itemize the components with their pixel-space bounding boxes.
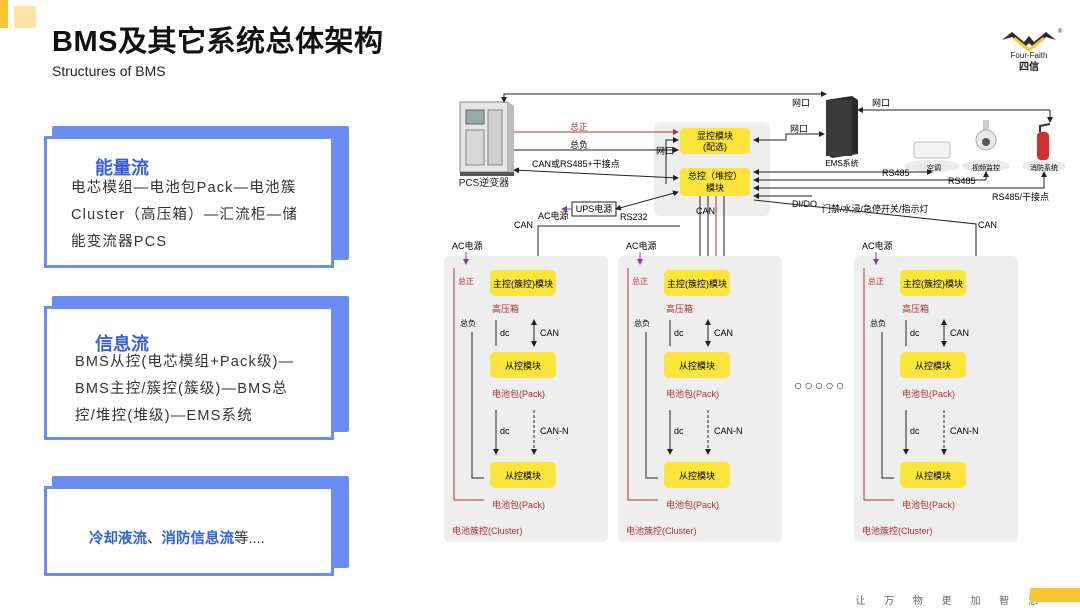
corner-accent-square: [14, 6, 36, 28]
cluster-2: AC电源 主控(簇控)模块 高压箱 总正 总负 dc CAN 从控模块 电池包(…: [618, 240, 782, 542]
pcs-label: PCS逆变器: [459, 176, 510, 189]
svg-text:RS232: RS232: [620, 212, 648, 222]
svg-text:网口: 网口: [790, 124, 808, 134]
svg-text:电池包(Pack): 电池包(Pack): [666, 499, 719, 510]
svg-text:AC电源: AC电源: [538, 210, 569, 221]
svg-text:主控(簇控)模块: 主控(簇控)模块: [667, 278, 727, 289]
svg-text:电池簇控(Cluster): 电池簇控(Cluster): [862, 525, 933, 536]
svg-text:视频监控: 视频监控: [972, 163, 1000, 172]
svg-text:CAN: CAN: [978, 220, 997, 230]
svg-text:主控(簇控)模块: 主控(簇控)模块: [493, 278, 553, 289]
svg-text:AC电源: AC电源: [452, 240, 483, 251]
brand-name: Four-Faith: [1011, 51, 1048, 60]
svg-text:RS485: RS485: [882, 168, 910, 178]
svg-text:CAN: CAN: [950, 328, 969, 338]
svg-text:网口: 网口: [792, 98, 810, 108]
svg-text:电池包(Pack): 电池包(Pack): [666, 388, 719, 399]
brand-name-cn: 四信: [1019, 60, 1039, 72]
svg-text:从控模块: 从控模块: [505, 470, 541, 481]
registered-mark: ®: [1058, 28, 1063, 35]
svg-text:CAN-N: CAN-N: [540, 426, 569, 436]
info-flow-heading: 信息流: [95, 334, 149, 354]
svg-text:总负: 总负: [460, 318, 476, 328]
svg-text:AC电源: AC电源: [626, 240, 657, 251]
svg-text:CAN: CAN: [696, 206, 715, 216]
page-title: BMS及其它系统总体架构: [52, 26, 384, 58]
svg-text:高压箱: 高压箱: [492, 303, 519, 314]
svg-text:电池包(Pack): 电池包(Pack): [492, 388, 545, 399]
svg-text:RS485: RS485: [948, 176, 976, 186]
footer-accent-bar: [1030, 588, 1080, 602]
svg-text:CAN: CAN: [540, 328, 559, 338]
svg-text:电池簇控(Cluster): 电池簇控(Cluster): [452, 525, 523, 536]
svg-text:总正: 总正: [570, 121, 588, 132]
svg-text:电池簇控(Cluster): 电池簇控(Cluster): [626, 525, 697, 536]
svg-text:从控模块: 从控模块: [679, 470, 715, 481]
svg-text:RS485/干接点: RS485/干接点: [992, 191, 1049, 202]
other-flow-card: 冷却液流、消防信息流等....: [44, 476, 349, 576]
svg-text:CAN或RS485+干接点: CAN或RS485+干接点: [532, 158, 620, 169]
svg-text:dc: dc: [674, 426, 684, 436]
svg-text:高压箱: 高压箱: [666, 303, 693, 314]
svg-text:总正: 总正: [868, 276, 884, 286]
info-flow-card: 信息流 BMS从控(电芯模组+Pack级)— BMS主控/簇控(簇级)—BMS总…: [44, 296, 349, 440]
master-control-module: [680, 168, 750, 196]
bms-architecture-diagram: PCS逆变器 显控模块 (配选) 总控（堆控） 模块 EMS系统 空调 视频监控…: [444, 91, 1066, 542]
svg-text:CAN-N: CAN-N: [950, 426, 979, 436]
svg-text:空调: 空调: [927, 163, 941, 172]
svg-text:CAN: CAN: [714, 328, 733, 338]
ems-server-icon: [826, 96, 858, 158]
svg-text:dc: dc: [674, 328, 684, 338]
svg-text:dc: dc: [910, 426, 920, 436]
svg-text:电池包(Pack): 电池包(Pack): [902, 499, 955, 510]
slogan: 让 万 物 更 加 智 慧: [855, 596, 1046, 607]
svg-text:dc: dc: [500, 328, 510, 338]
svg-text:模块: 模块: [706, 182, 724, 193]
svg-text:消防系统: 消防系统: [1030, 163, 1058, 172]
svg-text:总负: 总负: [870, 318, 886, 328]
svg-text:从控模块: 从控模块: [915, 470, 951, 481]
svg-text:dc: dc: [910, 328, 920, 338]
svg-text:网口: 网口: [656, 146, 674, 156]
svg-text:总负: 总负: [570, 139, 588, 150]
svg-text:CAN: CAN: [514, 220, 533, 230]
svg-text:CAN-N: CAN-N: [714, 426, 743, 436]
corner-accent-bar: [0, 0, 8, 28]
svg-text:网口: 网口: [872, 98, 890, 108]
svg-text:门禁/水浸/急停开关/指示灯: 门禁/水浸/急停开关/指示灯: [822, 203, 929, 214]
cluster-3: AC电源 主控(簇控)模块 高压箱 总正 总负 dc CAN 从控模块 电池包(…: [854, 240, 1018, 542]
svg-text:主控(簇控)模块: 主控(簇控)模块: [903, 278, 963, 289]
fire-extinguisher-icon: [1022, 123, 1066, 172]
info-flow-text: BMS从控(电芯模组+Pack级)— BMS主控/簇控(簇级)—BMS总 控/堆…: [75, 354, 295, 424]
energy-flow-card: 能量流 电芯模组—电池包Pack—电池簇 Cluster（高压箱）—汇流柜—储 …: [44, 126, 349, 268]
cluster-1: AC电源 主控(簇控)模块 高压箱 总正 总负 dc CAN 从控模块 电池包(…: [444, 240, 608, 542]
svg-text:总控（堆控）: 总控（堆控）: [688, 170, 742, 181]
energy-flow-heading: 能量流: [95, 158, 149, 178]
svg-text:总正: 总正: [458, 276, 474, 286]
svg-text:总正: 总正: [632, 276, 648, 286]
svg-text:电池包(Pack): 电池包(Pack): [492, 499, 545, 510]
camera-icon: [962, 120, 1010, 172]
svg-text:从控模块: 从控模块: [915, 360, 951, 371]
four-faith-logo: Four-Faith 四信 ®: [1002, 28, 1063, 72]
energy-flow-text: 电芯模组—电池包Pack—电池簇 Cluster（高压箱）—汇流柜—储 能变流器…: [71, 180, 299, 250]
more-clusters-ellipsis: ○○○○○: [794, 377, 846, 393]
svg-text:dc: dc: [500, 426, 510, 436]
pcs-inverter-icon: [459, 101, 514, 176]
svg-text:从控模块: 从控模块: [505, 360, 541, 371]
svg-text:从控模块: 从控模块: [679, 360, 715, 371]
page-subtitle: Structures of BMS: [52, 63, 166, 79]
svg-text:总负: 总负: [634, 318, 650, 328]
svg-text:显控模块: 显控模块: [697, 130, 733, 141]
svg-text:高压箱: 高压箱: [902, 303, 929, 314]
svg-text:电池包(Pack): 电池包(Pack): [902, 388, 955, 399]
other-flow-text: 冷却液流、消防信息流等....: [89, 531, 265, 547]
svg-text:AC电源: AC电源: [862, 240, 893, 251]
svg-text:UPS电源: UPS电源: [576, 203, 613, 214]
svg-text:(配选): (配选): [703, 141, 727, 152]
display-module: [680, 128, 750, 154]
svg-text:EMS系统: EMS系统: [825, 158, 858, 168]
svg-text:DI/DO: DI/DO: [792, 199, 817, 209]
